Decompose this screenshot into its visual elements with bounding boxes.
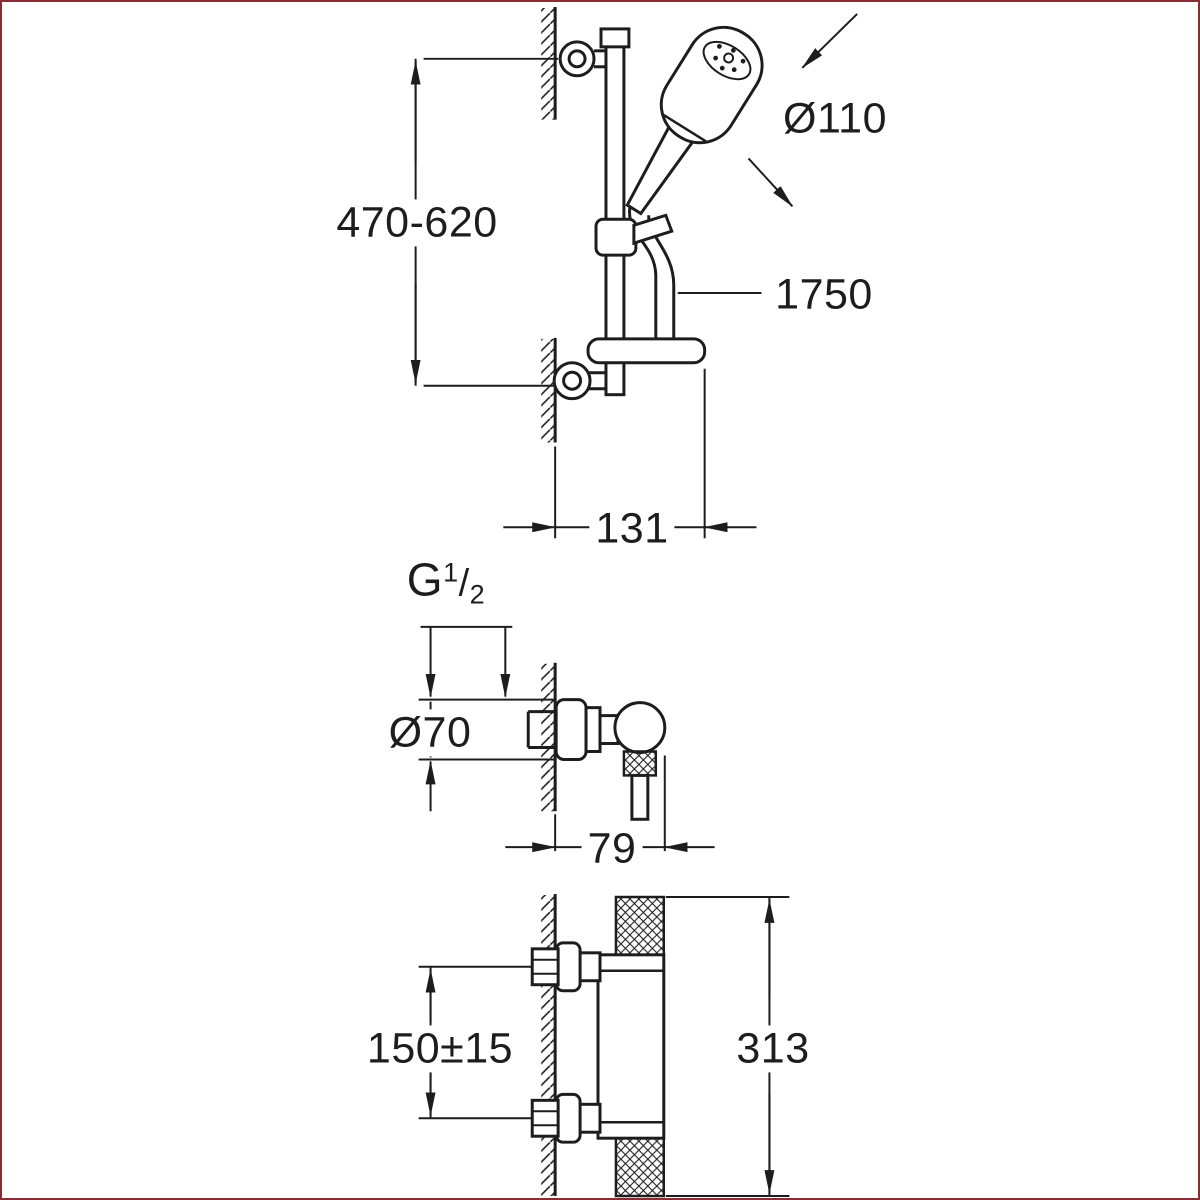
- head-diameter-label: Ø110: [777, 95, 893, 143]
- wall-flange-bottom: [552, 361, 606, 401]
- wall-hatch-bottom: [541, 894, 557, 1197]
- dimension-head-diameter: [747, 13, 858, 208]
- valve-wall-connection-bottom: [530, 1092, 602, 1144]
- wall-hatch-top: [541, 6, 557, 443]
- dimension-rail-wall-distance: [503, 368, 757, 539]
- hand-shower: [625, 25, 764, 216]
- hose-length-label: 1750: [769, 271, 879, 319]
- outlet-stub: [630, 773, 650, 821]
- handle-knurl-bottom: [614, 1136, 666, 1198]
- connection-spacing-label: 150±15: [360, 1025, 520, 1073]
- rail-bottom-bracket: [586, 337, 707, 365]
- thread-slash: /: [458, 562, 470, 605]
- thread-numerator: 1: [443, 557, 459, 588]
- rail-wall-distance-label: 131: [589, 505, 675, 553]
- valve-height-label: 313: [730, 1025, 816, 1073]
- thread-prefix: G: [406, 553, 444, 606]
- ball-joint: [613, 701, 667, 754]
- thread-denominator: 2: [469, 579, 486, 610]
- escutcheon-diameter-label: Ø70: [382, 709, 478, 757]
- dimension-thread: [420, 625, 513, 698]
- spray-face-nozzles: [713, 43, 746, 73]
- knurled-hose-nut: [622, 750, 658, 777]
- rail-height-label: 470-620: [330, 199, 504, 247]
- projection-label: 79: [581, 825, 643, 873]
- wall-hatch-middle: [541, 662, 557, 812]
- handle-knurl-top: [614, 895, 666, 957]
- rail-slider: [594, 217, 638, 257]
- wall-flange-top: [558, 40, 607, 78]
- thermostat-valve-body: [596, 895, 666, 1198]
- valve-wall-connection-top: [530, 941, 602, 993]
- slider-holder-arm: [632, 213, 674, 246]
- thread-size-label: G1/2: [400, 553, 492, 610]
- wall-union-fitting: [526, 698, 667, 821]
